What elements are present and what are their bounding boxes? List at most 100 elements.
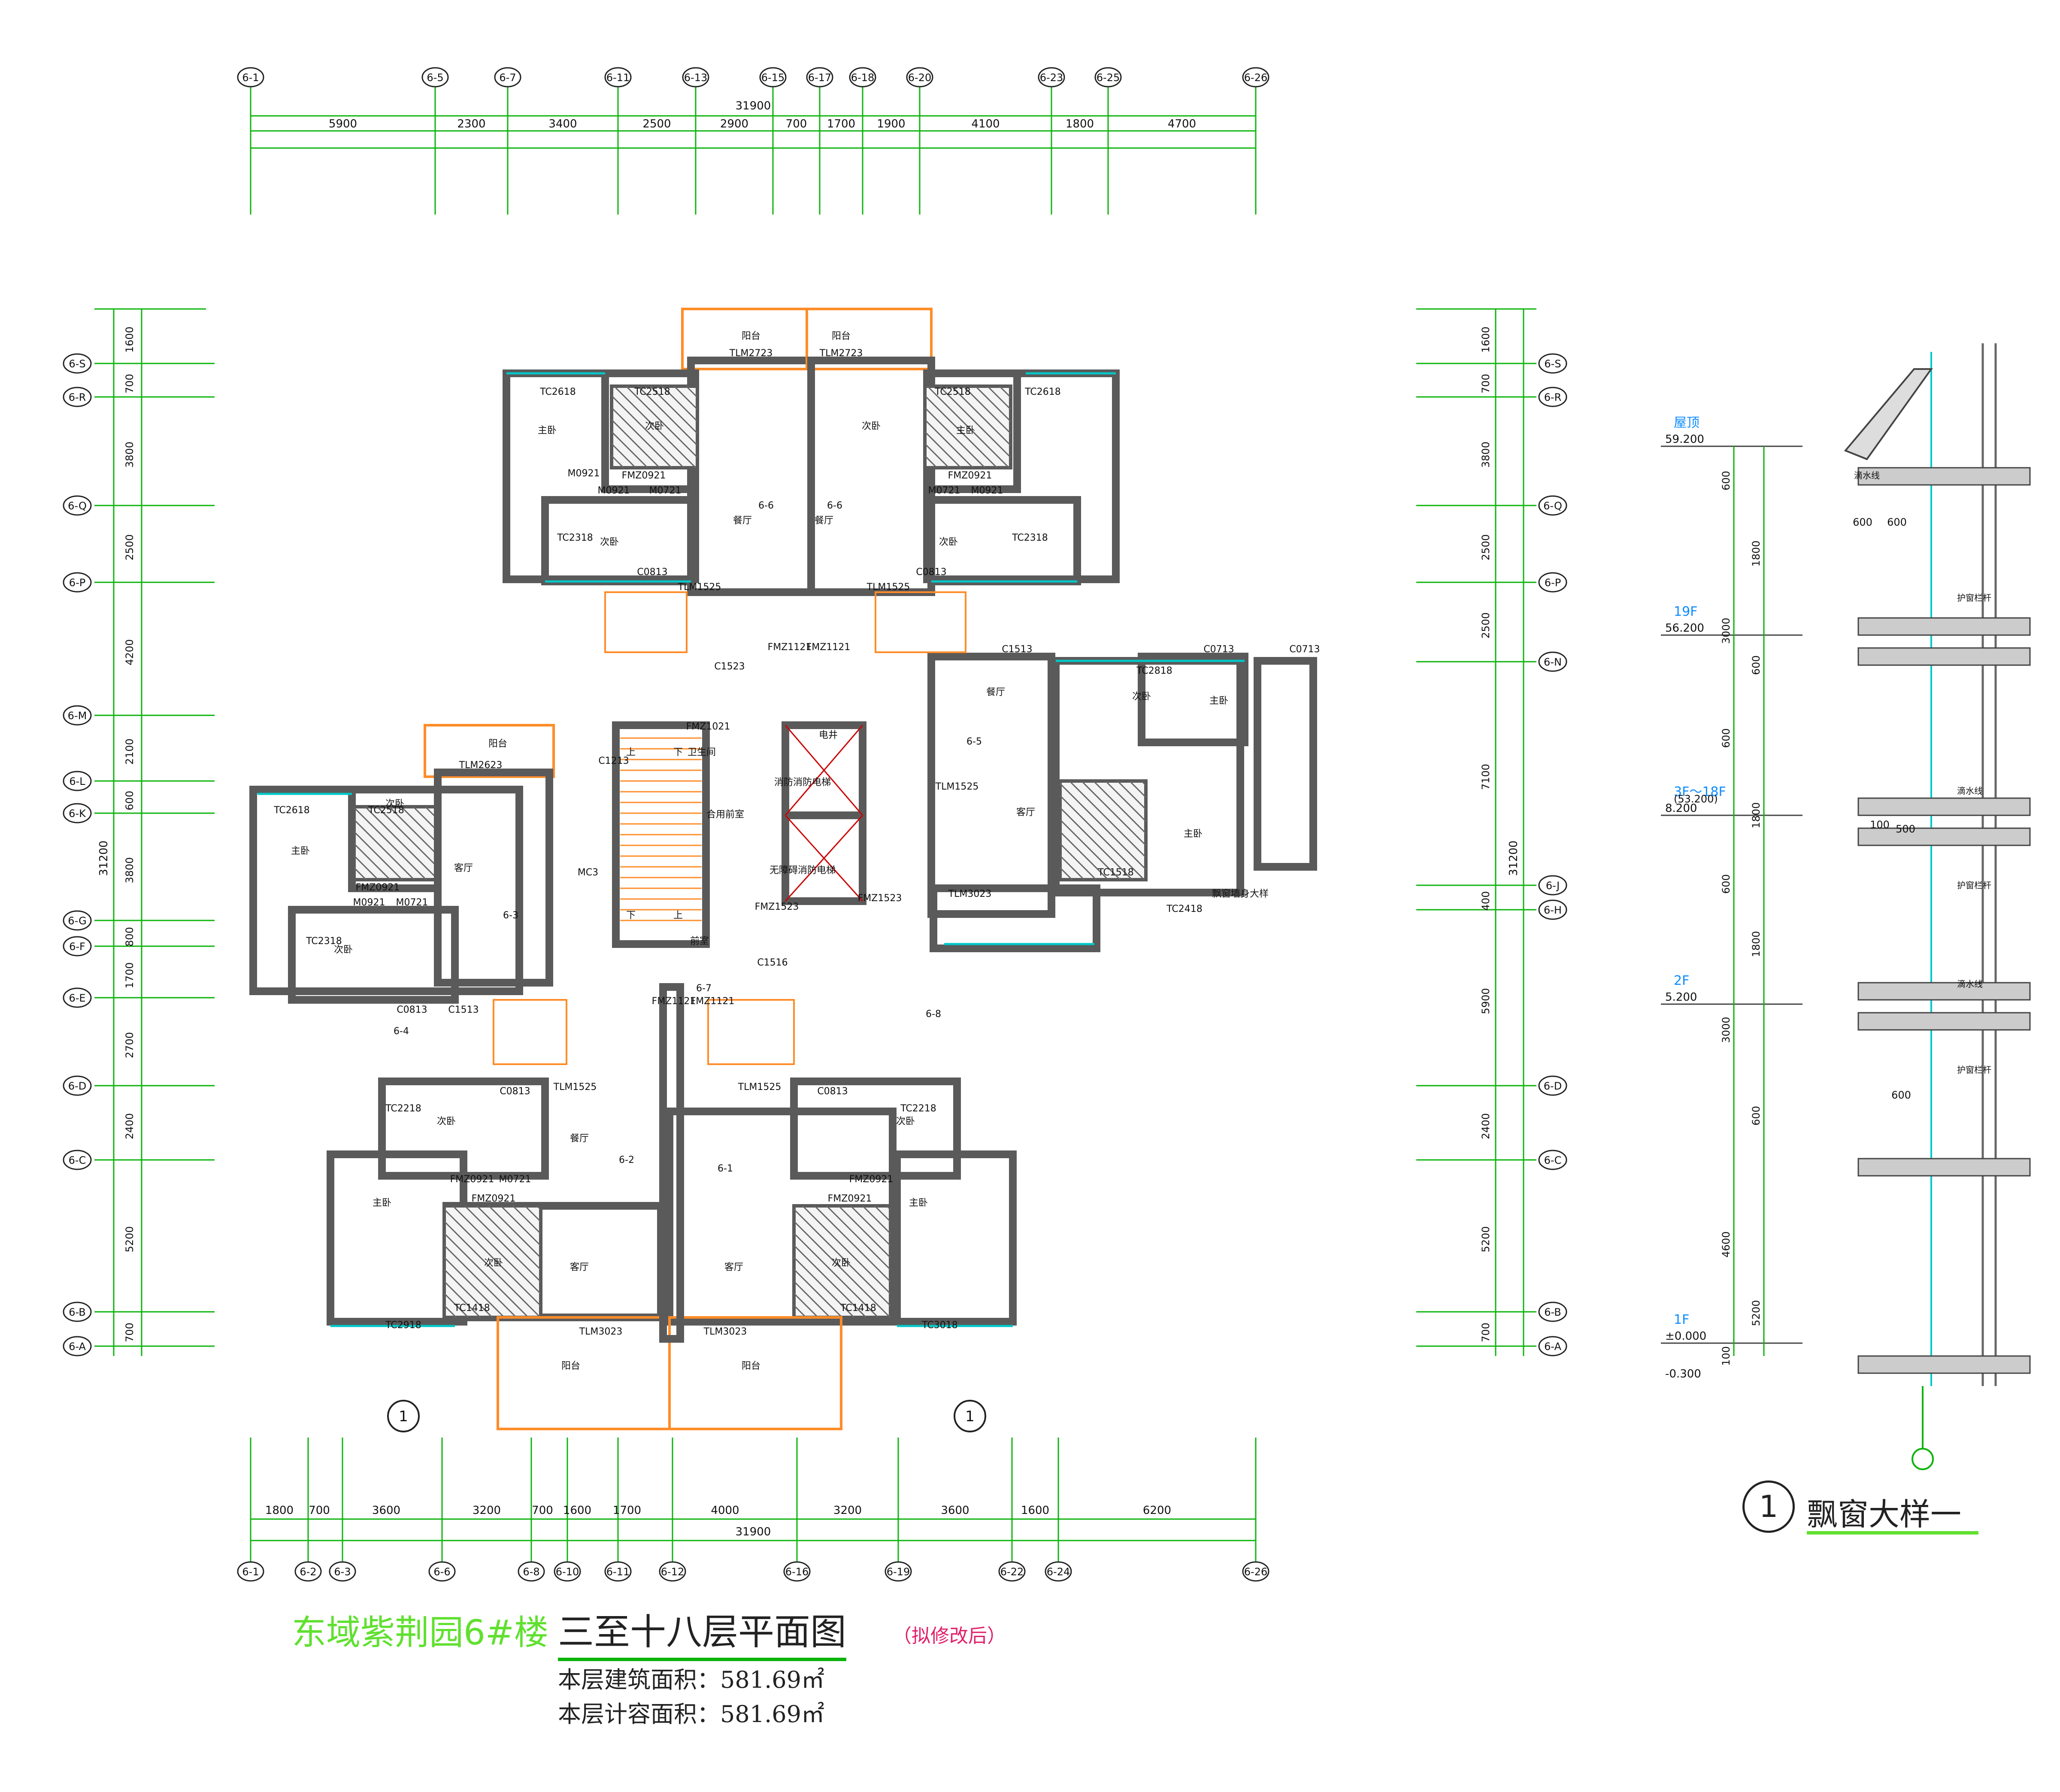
slab [1857, 617, 2031, 636]
axis-bubble [906, 67, 933, 88]
axis-label: 6-11 [606, 72, 630, 84]
hatch-line [443, 1293, 469, 1318]
hatch-bottom-left [442, 1204, 542, 1319]
bottom-total-dim: 31900 [736, 1526, 771, 1538]
bottom-axis-marker: 6-6 [428, 1561, 456, 1582]
axis-label: 6-8 [523, 1566, 539, 1578]
axis-bubble [494, 67, 521, 88]
hatch-top-right [923, 384, 1012, 469]
bottom-segment-dim: 1800 [265, 1504, 294, 1517]
unit-6-3-living [434, 769, 553, 987]
hatch-right [1058, 779, 1148, 881]
plan-text: TC2618 [273, 805, 310, 816]
hatch-line [793, 1220, 891, 1318]
hatch-line [999, 385, 1012, 398]
hatch-line [924, 431, 962, 469]
right-segment-dim: 3800 [1480, 442, 1492, 468]
bottom-axis-marker: 6-3 [329, 1561, 356, 1582]
room-label: 客厅 [724, 1262, 743, 1273]
axis-label: 6-F [69, 941, 85, 953]
plan-text: M0721 [396, 897, 428, 908]
hatch-line [637, 385, 698, 446]
axis-label: 6-5 [427, 72, 443, 84]
section-dim: 3000 [1720, 618, 1732, 644]
hatch-line [353, 807, 427, 881]
left-axis-marker: 6-P [63, 572, 92, 593]
bottom-segment-dim: 3200 [833, 1504, 862, 1517]
room-label: 次卧 [896, 1116, 915, 1127]
plan-text: FMZ1523 [755, 902, 799, 912]
room-label: 次卧 [334, 944, 353, 955]
axis-bubble [63, 705, 92, 726]
axis-bubble [63, 1302, 92, 1322]
party-wall [659, 983, 684, 1343]
axis-bubble [1242, 67, 1269, 88]
bottom-axis-marker: 6-19 [885, 1561, 912, 1582]
axis-label: 6-P [69, 577, 85, 589]
hatch-line [1069, 780, 1147, 858]
axis-bubble [659, 1561, 686, 1582]
hatch-line [353, 831, 403, 881]
cut-circle [387, 1400, 420, 1432]
plan-text: TLM2723 [729, 348, 773, 359]
level-name: 19F [1674, 604, 1697, 619]
hatch-line [924, 443, 950, 469]
slab [1857, 467, 2031, 486]
hatch-line [1059, 807, 1133, 881]
hatch-line [1081, 780, 1147, 846]
hatch-line [1105, 780, 1147, 822]
plan-text: 6-6 [827, 500, 842, 511]
section-dim: 600 [1720, 874, 1732, 894]
unit-6-7-living [807, 357, 935, 596]
top-axis-marker: 6-11 [604, 67, 632, 88]
left-axis-marker: 6-M [63, 705, 92, 726]
hatch-line [536, 1205, 542, 1211]
hatch-line [793, 1293, 819, 1318]
plan-text: TC2818 [1136, 666, 1172, 676]
bottom-segment-dim: 1600 [1021, 1504, 1049, 1517]
plan-text: TC2318 [557, 533, 593, 543]
right-segment-dim: 2400 [1480, 1113, 1492, 1139]
room-label: 主卧 [373, 1198, 391, 1208]
plan-text: TLM2723 [819, 348, 863, 359]
capacity-area: 本层计容面积：581.69㎡ [558, 1701, 824, 1728]
hatch-line [364, 806, 436, 878]
left-axis-marker: 6-R [63, 387, 92, 407]
right-axis-marker: 6-Q [1538, 495, 1567, 516]
section-dim: 600 [1720, 728, 1732, 748]
plan-text: FMZ0921 [622, 470, 666, 481]
plan-text: M0721 [499, 1174, 531, 1185]
hatch-line [1059, 867, 1073, 881]
level-name: 2F [1674, 973, 1689, 988]
hatch-line [625, 385, 698, 458]
axis-bubble [1538, 899, 1567, 920]
cut-circle [954, 1400, 986, 1432]
section-dim: 3000 [1720, 1017, 1732, 1043]
axis-bubble [1242, 1561, 1269, 1582]
left-axis-marker: 6-K [63, 803, 92, 823]
bottom-segment-dim: 1600 [563, 1504, 591, 1517]
small-dim: 600 [1887, 516, 1907, 528]
plan-text: 6-5 [966, 736, 982, 747]
plan-text: C1523 [714, 661, 745, 672]
bottom-axis-marker: 6-16 [783, 1561, 811, 1582]
axis-label: 6-23 [1040, 72, 1063, 84]
hatch-line [826, 1205, 891, 1271]
axis-bubble [604, 1561, 632, 1582]
plan-text: C0813 [817, 1086, 848, 1097]
axis-label: 6-B [69, 1306, 86, 1318]
plan-text: M0921 [353, 897, 385, 908]
axis-bubble [63, 910, 92, 931]
hatch-line [661, 385, 698, 422]
axis-bubble [885, 1561, 912, 1582]
room-label: 卫生间 [688, 747, 716, 758]
left-axis-marker: 6-E [63, 987, 92, 1008]
axis-label: 6-S [1544, 358, 1561, 370]
roof-slope [1844, 368, 1933, 460]
right-segment-dim: 5200 [1480, 1226, 1492, 1252]
left-segment-dim: 2100 [124, 739, 136, 765]
axis-bubble [428, 1561, 456, 1582]
axis-bubble [294, 1561, 322, 1582]
